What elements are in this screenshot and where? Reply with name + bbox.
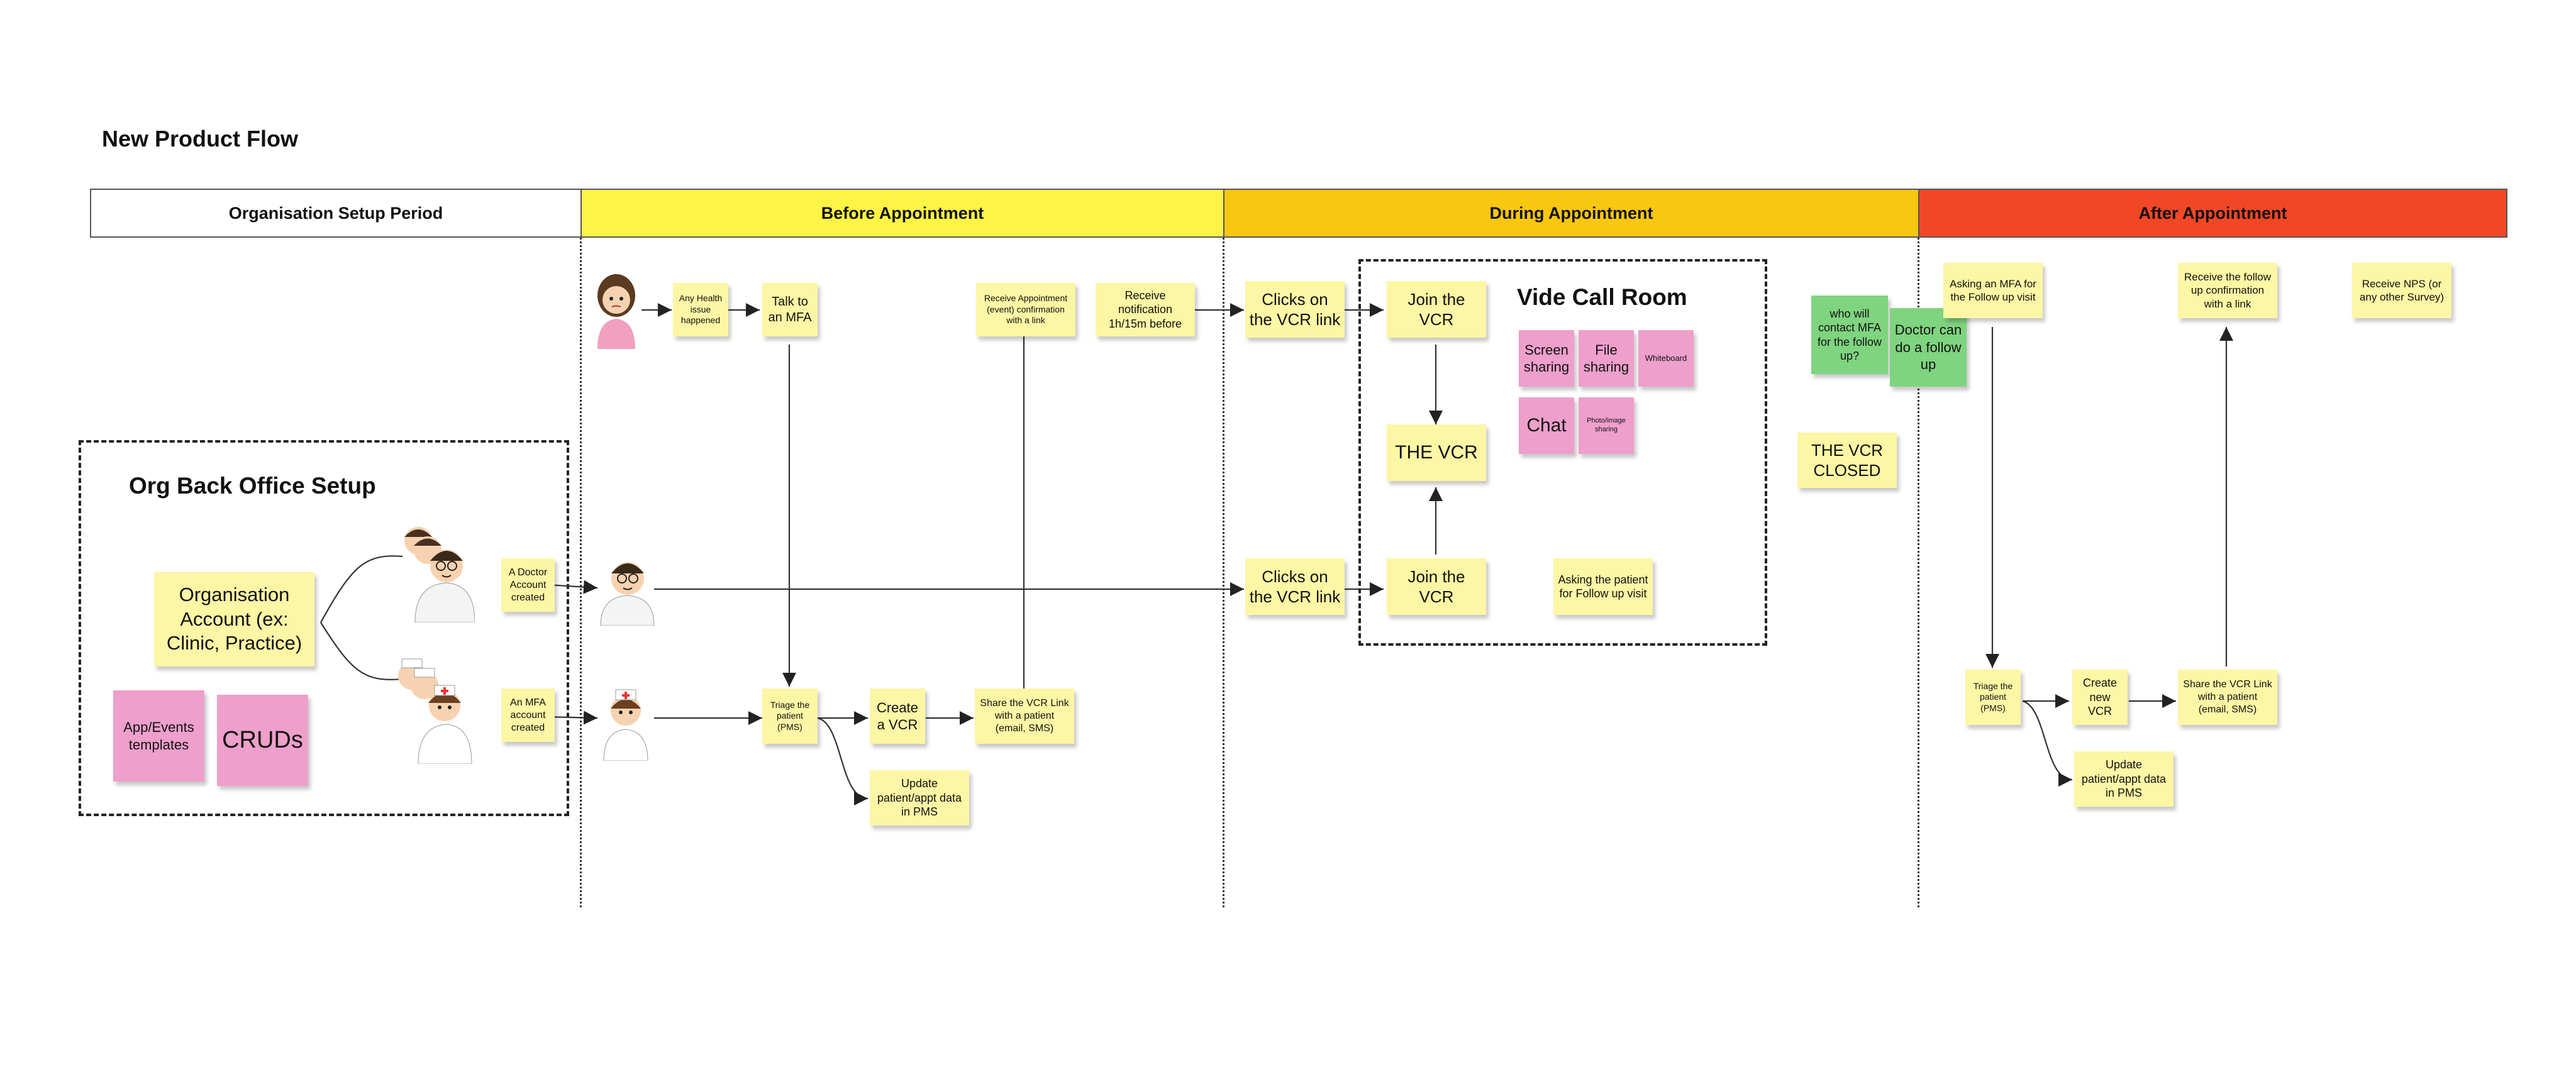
phase-after: After Appointment xyxy=(1918,189,2507,238)
patient-avatar-icon xyxy=(597,274,635,349)
sticky-update-pms-before: Update patient/appt data in PMS xyxy=(870,770,969,826)
video-call-room-frame xyxy=(1358,259,1767,646)
sticky-clicks-link-doctor: Clicks on the VCR link xyxy=(1245,558,1345,615)
sticky-health-issue: Any Health issue happened xyxy=(673,283,728,336)
sticky-create-new-vcr: Create new VCR xyxy=(2072,670,2128,725)
sticky-share-link-after: Share the VCR Link with a patient (email… xyxy=(2178,670,2277,725)
sticky-triage-before: Triage the patient (PMS) xyxy=(762,688,818,744)
diagram-title: New Product Flow xyxy=(102,126,299,152)
org-setup-title: Org Back Office Setup xyxy=(129,473,376,499)
sticky-templates: App/Events templates xyxy=(113,690,204,782)
sticky-triage-after: Triage the patient (PMS) xyxy=(1965,670,2021,725)
sticky-join-vcr-patient: Join the VCR xyxy=(1387,281,1486,338)
video-call-room-title: Vide Call Room xyxy=(1517,284,1687,310)
sticky-create-vcr: Create a VCR xyxy=(870,688,925,744)
sticky-mfa-account: An MFA account created xyxy=(501,688,555,742)
org-setup-frame xyxy=(79,440,569,816)
phase-before: Before Appointment xyxy=(580,189,1224,238)
sticky-asking-mfa: Asking an MFA for the Follow up visit xyxy=(1943,263,2043,318)
phase-during: During Appointment xyxy=(1223,189,1919,238)
sticky-the-vcr: THE VCR xyxy=(1387,424,1486,481)
sticky-share-link-before: Share the VCR Link with a patient (email… xyxy=(975,688,1074,744)
sticky-talk-mfa: Talk to an MFA xyxy=(762,283,818,336)
sticky-update-pms-after: Update patient/appt data in PMS xyxy=(2074,751,2174,807)
sticky-file-sharing: File sharing xyxy=(1579,330,1634,387)
sticky-chat: Chat xyxy=(1519,397,1574,454)
separator-after xyxy=(1918,238,1919,907)
sticky-who-contact: who will contact MFA for the follow up? xyxy=(1811,296,1888,374)
doctor-avatar-icon xyxy=(600,562,655,626)
sticky-vcr-closed: THE VCR CLOSED xyxy=(1797,433,1897,488)
sticky-clicks-link-patient: Clicks on the VCR link xyxy=(1245,281,1345,338)
sticky-receive-followup: Receive the follow up confirmation with … xyxy=(2178,263,2277,318)
sticky-receive-nps: Receive NPS (or any other Survey) xyxy=(2352,263,2451,318)
nurses-group-icon xyxy=(398,658,472,764)
sticky-org-account: Organisation Account (ex: Clinic, Practi… xyxy=(154,572,314,666)
sticky-receive-confirmation: Receive Appointment (event) confirmation… xyxy=(976,283,1075,336)
sticky-join-vcr-doctor: Join the VCR xyxy=(1387,558,1486,615)
phase-setup: Organisation Setup Period xyxy=(90,189,582,238)
sticky-doctor-account: A Doctor Account created xyxy=(501,558,555,612)
sticky-screen-sharing: Screen sharing xyxy=(1519,330,1574,387)
sticky-doctor-followup: Doctor can do a follow up xyxy=(1890,308,1967,387)
separator-during xyxy=(1223,238,1224,907)
mfa-avatar-icon xyxy=(603,689,648,761)
sticky-whiteboard: Whiteboard xyxy=(1638,330,1694,387)
separator-before xyxy=(580,238,582,907)
doctors-group-icon xyxy=(404,527,475,622)
sticky-receive-notification: Receive notification 1h/15m before xyxy=(1096,283,1195,336)
sticky-cruds: CRUDs xyxy=(217,695,308,786)
sticky-photo-sharing: Photo/image sharing xyxy=(1579,397,1634,454)
sticky-asking-followup: Asking the patient for Follow up visit xyxy=(1553,558,1653,615)
